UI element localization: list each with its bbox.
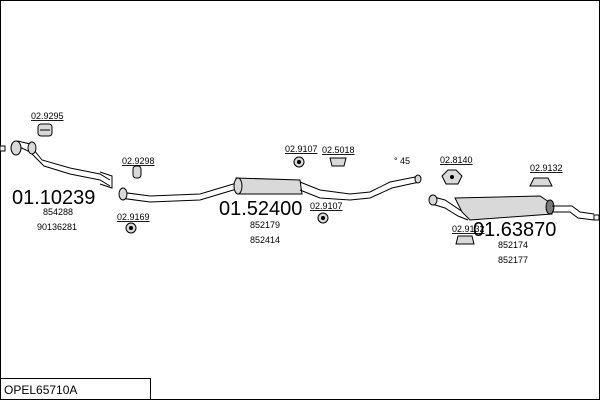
- front-sub-number: 90136281: [37, 222, 77, 232]
- accessory-label: 02.9295: [31, 111, 64, 121]
- ring-icon: [293, 156, 305, 168]
- clamp-icon: [132, 165, 142, 179]
- hanger-icon: [441, 169, 463, 185]
- start-marker: [0, 145, 6, 152]
- rear-main-number: 01.63870: [473, 219, 556, 241]
- accessory-label: 02.9132: [452, 224, 485, 234]
- middle-sub-number: 852414: [250, 235, 280, 245]
- accessory-label: 02.9107: [310, 201, 343, 211]
- clamp-icon: [37, 123, 53, 137]
- angle-degree-icon: °: [394, 156, 398, 166]
- front-pipe-part: [10, 140, 113, 189]
- clamp-icon: [329, 157, 347, 167]
- accessory-label: 02.8140: [440, 155, 473, 165]
- front-sub-number: 854288: [43, 207, 73, 217]
- rear-muffler-part: [428, 194, 595, 221]
- front-main-number: 01.10239: [12, 187, 95, 209]
- accessory-label: 02.9132: [530, 163, 563, 173]
- middle-pipe-part: [118, 174, 422, 203]
- middle-main-number: 01.52400: [219, 198, 302, 220]
- bracket-icon: [455, 235, 475, 245]
- ring-icon: [317, 212, 329, 224]
- rear-sub-number: 852177: [498, 255, 528, 265]
- middle-sub-number: 852179: [250, 220, 280, 230]
- end-marker: [593, 214, 600, 221]
- bracket-icon: [529, 177, 553, 187]
- accessory-label: 02.9107: [285, 144, 318, 154]
- accessory-label: 02.5018: [322, 145, 355, 155]
- angle-label: 45: [400, 156, 410, 166]
- ring-icon: [125, 222, 137, 234]
- rear-sub-number: 852174: [498, 240, 528, 250]
- accessory-label: 02.9169: [117, 212, 150, 222]
- accessory-label: 02.9298: [122, 156, 155, 166]
- diagram-code: OPEL65710A: [4, 383, 77, 397]
